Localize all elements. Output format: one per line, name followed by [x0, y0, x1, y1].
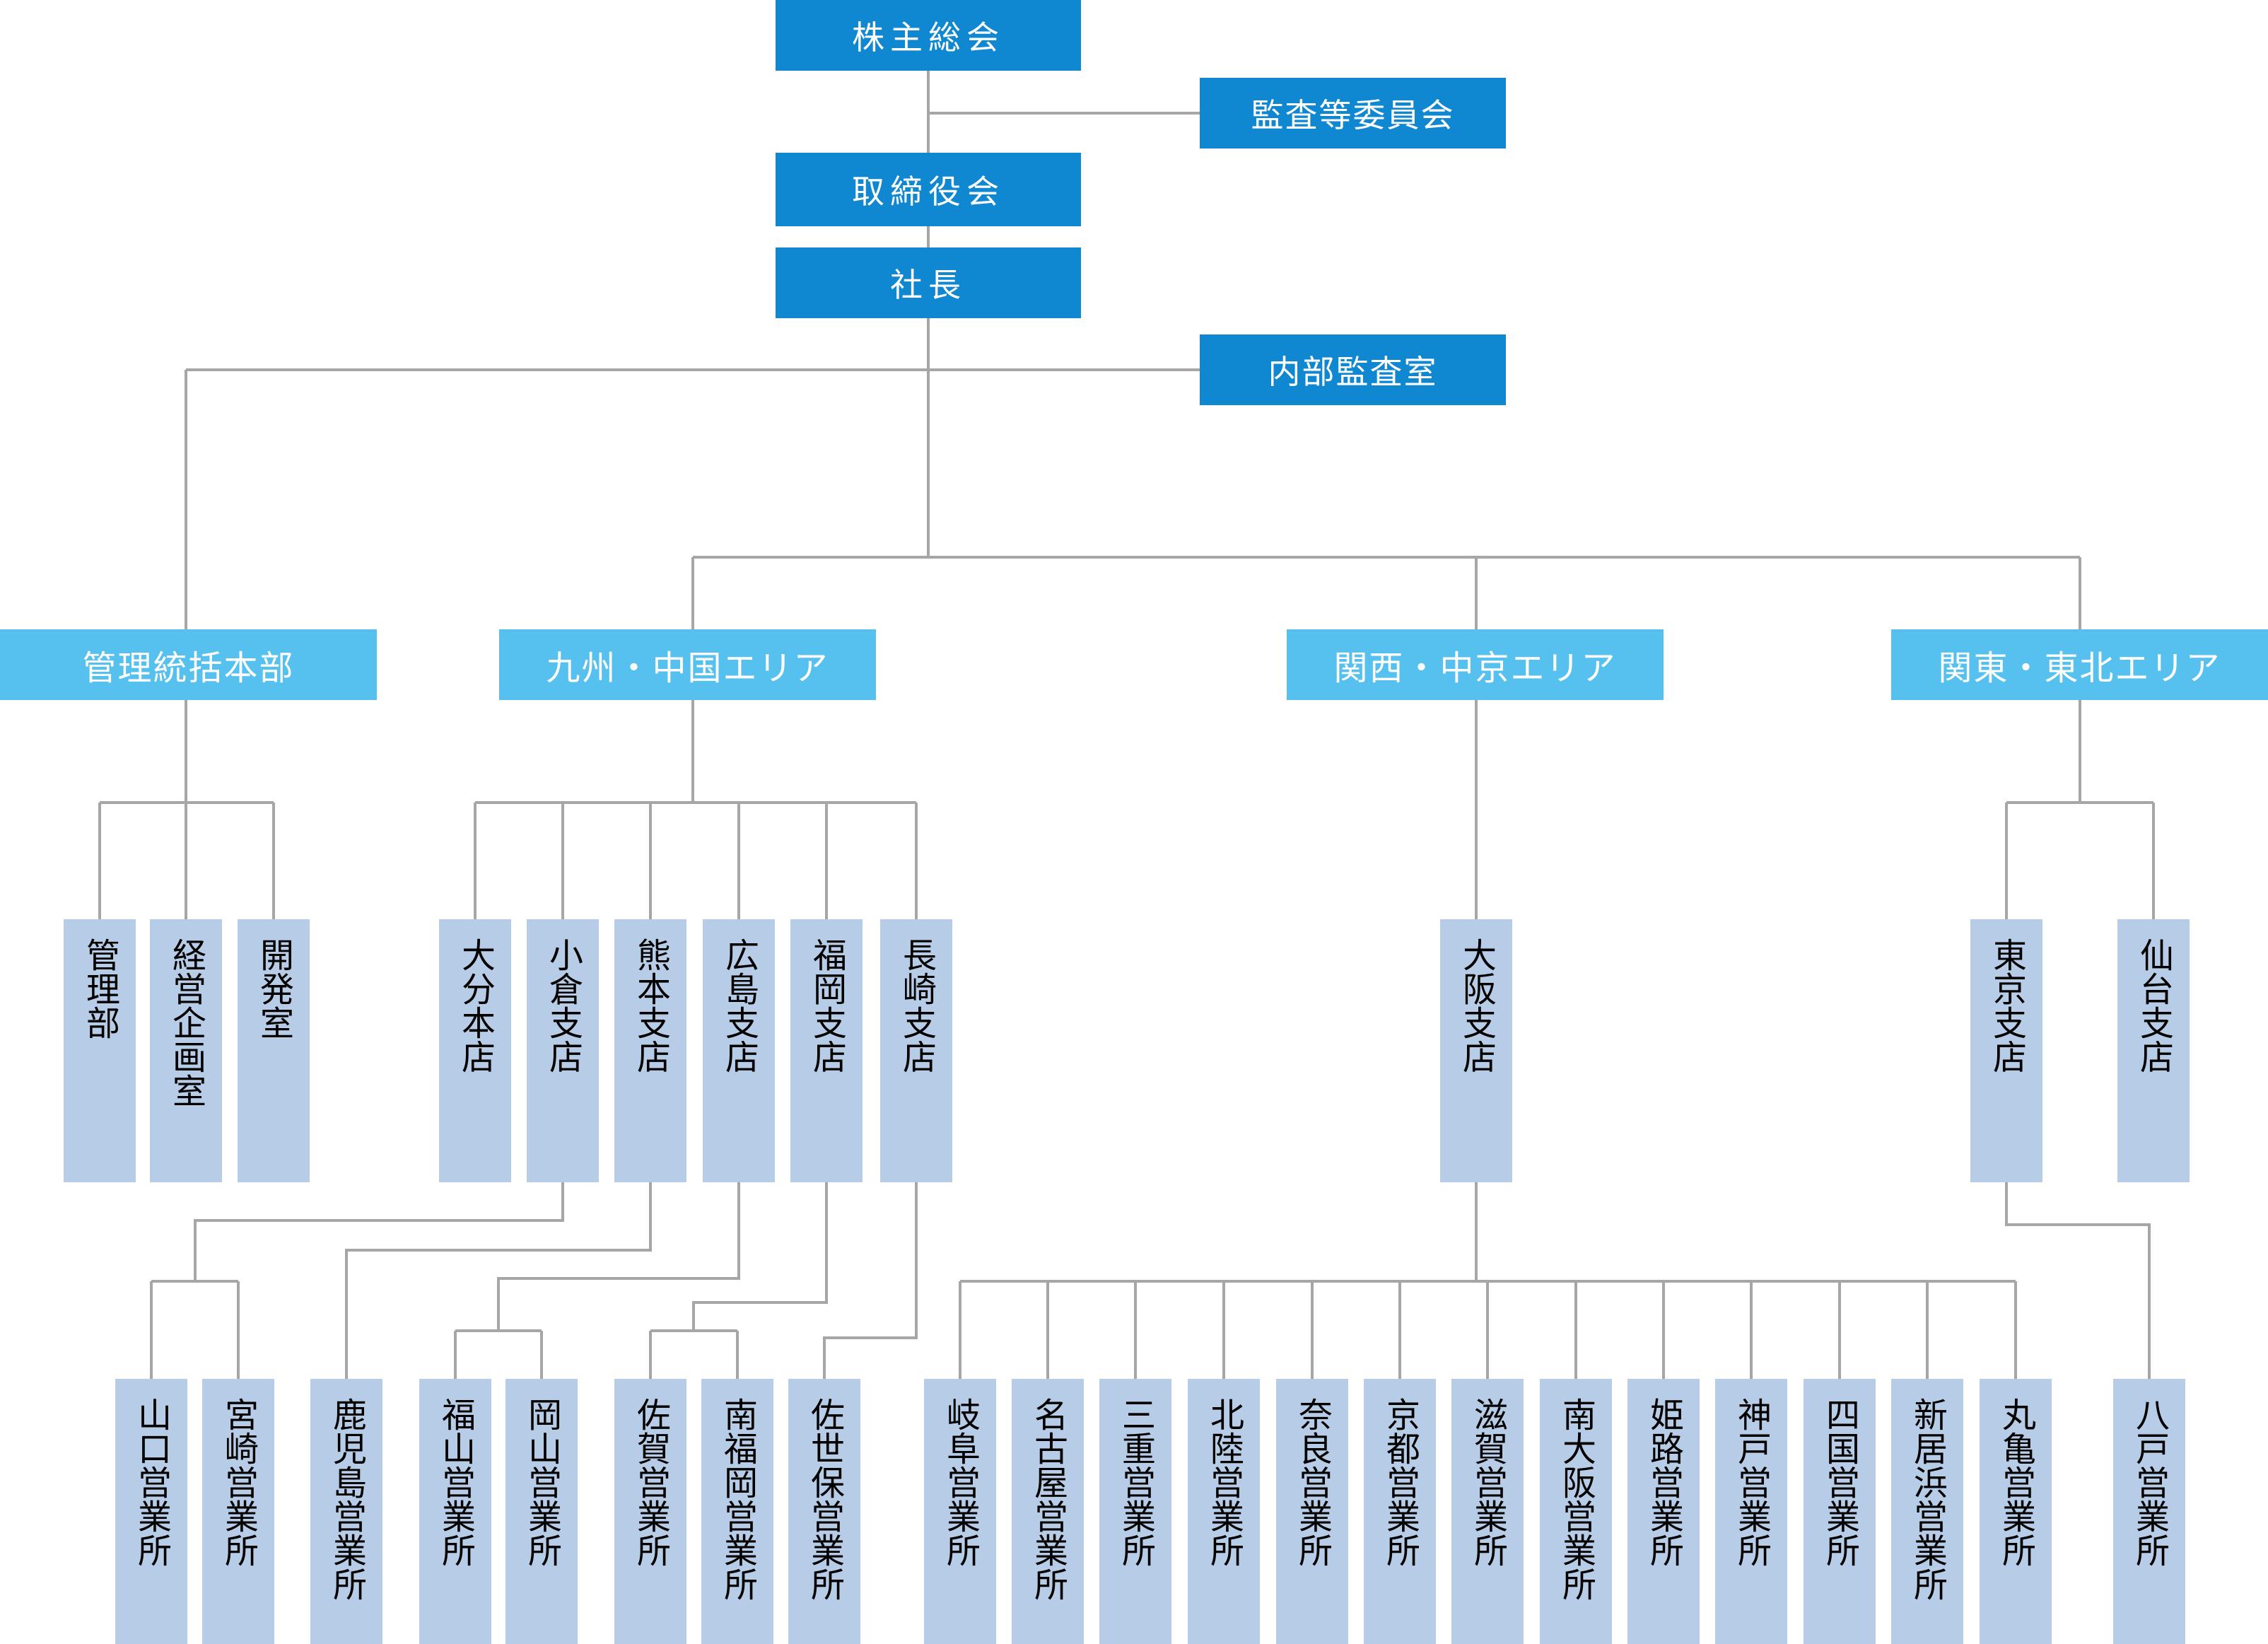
dept-kaihatsu: 開発室 — [238, 919, 310, 1182]
office-nagoya: 名古屋営業所 — [1012, 1379, 1084, 1644]
office-kyoto: 京都営業所 — [1364, 1379, 1436, 1644]
office-minamifukuoka: 南福岡営業所 — [701, 1379, 773, 1644]
office-kagoshima: 鹿児島営業所 — [310, 1379, 382, 1644]
office-hokuriku: 北陸営業所 — [1188, 1379, 1260, 1644]
division-kanto-tohoku: 関東・東北エリア — [1891, 629, 2268, 700]
office-hachinohe: 八戸営業所 — [2113, 1379, 2185, 1644]
audit-committee-box: 監査等委員会 — [1200, 78, 1506, 148]
board-of-directors-box: 取締役会 — [776, 153, 1081, 226]
office-fukuyama: 福山営業所 — [419, 1379, 491, 1644]
office-minamiosaka: 南大阪営業所 — [1540, 1379, 1612, 1644]
office-sasebo: 佐世保営業所 — [788, 1379, 860, 1644]
office-mie: 三重営業所 — [1099, 1379, 1171, 1644]
president-box: 社長 — [776, 247, 1081, 318]
branch-sendai: 仙台支店 — [2117, 919, 2190, 1182]
branch-hiroshima: 広島支店 — [703, 919, 775, 1182]
office-himeji: 姫路営業所 — [1627, 1379, 1700, 1644]
branch-fukuoka: 福岡支店 — [790, 919, 863, 1182]
office-okayama: 岡山営業所 — [505, 1379, 578, 1644]
internal-audit-box: 内部監査室 — [1200, 334, 1506, 405]
office-miyazaki: 宮崎営業所 — [202, 1379, 274, 1644]
office-shikoku: 四国営業所 — [1804, 1379, 1876, 1644]
branch-nagasaki: 長崎支店 — [880, 919, 952, 1182]
branch-kumamoto: 熊本支店 — [614, 919, 686, 1182]
office-nara: 奈良営業所 — [1276, 1379, 1348, 1644]
office-kobe: 神戸営業所 — [1715, 1379, 1787, 1644]
branch-tokyo: 東京支店 — [1970, 919, 2042, 1182]
dept-kanri: 管理部 — [64, 919, 136, 1182]
division-kyushu-chugoku: 九州・中国エリア — [499, 629, 876, 700]
office-saga: 佐賀営業所 — [614, 1379, 686, 1644]
dept-keiei: 経営企画室 — [150, 919, 222, 1182]
branch-oita: 大分本店 — [439, 919, 511, 1182]
office-niihama: 新居浜営業所 — [1891, 1379, 1963, 1644]
branch-osaka: 大阪支店 — [1440, 919, 1512, 1182]
branch-kokura: 小倉支店 — [527, 919, 599, 1182]
division-admin: 管理統括本部 — [0, 629, 377, 700]
office-shiga: 滋賀営業所 — [1451, 1379, 1524, 1644]
office-gifu: 岐阜営業所 — [924, 1379, 996, 1644]
shareholders-meeting-box: 株主総会 — [776, 0, 1081, 71]
office-yamaguchi: 山口営業所 — [115, 1379, 187, 1644]
division-kansai-chukyo: 関西・中京エリア — [1287, 629, 1664, 700]
office-marugame: 丸亀営業所 — [1980, 1379, 2052, 1644]
